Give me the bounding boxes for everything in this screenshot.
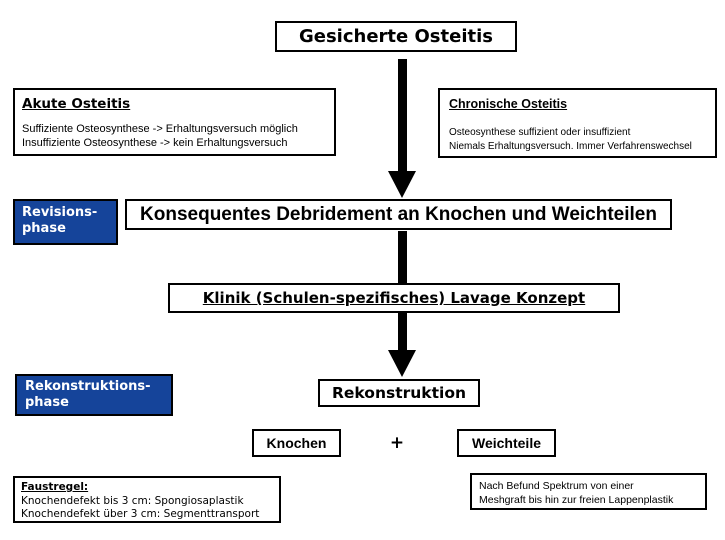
chronic-osteitis-line-1: Osteosynthese suffizient oder insuffizie… — [449, 127, 631, 138]
acute-osteitis-title: Akute Osteitis — [22, 96, 131, 112]
chronic-osteitis-line-2: Niemals Erhaltungsversuch. Immer Verfahr… — [449, 141, 692, 152]
acute-osteitis-box: Akute Osteitis Suffiziente Osteosynthese… — [13, 88, 336, 156]
revision-phase-line-2: phase — [22, 221, 66, 237]
bone-box: Knochen — [252, 429, 341, 457]
down-arrow-top-icon — [388, 59, 416, 198]
revision-phase-line-1: Revisions- — [22, 205, 98, 220]
arrow-shaft — [398, 59, 407, 173]
soft-tissue-note-line-1: Nach Befund Spektrum von einer — [479, 480, 634, 492]
arrow-head-icon — [388, 350, 416, 377]
rule-of-thumb-line-2: Knochendefekt über 3 cm: Segmenttranspor… — [21, 508, 260, 521]
chronic-osteitis-box: Chronische Osteitis Osteosynthese suffiz… — [438, 88, 717, 158]
acute-osteitis-line-1: Suffiziente Osteosynthese -> Erhaltungsv… — [22, 123, 298, 135]
plus-sign: + — [389, 433, 405, 453]
acute-osteitis-line-2: Insuffiziente Osteosynthese -> kein Erha… — [22, 137, 288, 150]
reconstruction-phase-line-2: phase — [25, 395, 69, 411]
rule-of-thumb-line-1: Knochendefekt bis 3 cm: Spongiosaplastik — [21, 494, 244, 507]
lavage-concept-box: Klinik (Schulen-spezifisches) Lavage Kon… — [168, 283, 620, 313]
arrow-head-icon — [388, 171, 416, 198]
soft-tissue-note-line-2: Meshgraft bis hin zur freien Lappenplast… — [479, 494, 674, 507]
rule-of-thumb-title: Faustregel: — [21, 481, 89, 493]
soft-tissue-note-box: Nach Befund Spektrum von einer Meshgraft… — [470, 473, 707, 510]
rule-of-thumb-box: Faustregel: Knochendefekt bis 3 cm: Spon… — [13, 476, 281, 523]
chronic-osteitis-title: Chronische Osteitis — [449, 97, 568, 111]
reconstruction-phase-line-1: Rekonstruktions- — [25, 379, 151, 394]
revision-phase-label: Revisions- phase — [13, 199, 118, 245]
debridement-box: Konsequentes Debridement an Knochen und … — [125, 199, 672, 230]
reconstruction-phase-label: Rekonstruktions- phase — [15, 374, 173, 416]
soft-tissue-box: Weichteile — [457, 429, 556, 457]
confirmed-osteitis-box: Gesicherte Osteitis — [275, 21, 517, 52]
reconstruction-box: Rekonstruktion — [318, 379, 480, 407]
